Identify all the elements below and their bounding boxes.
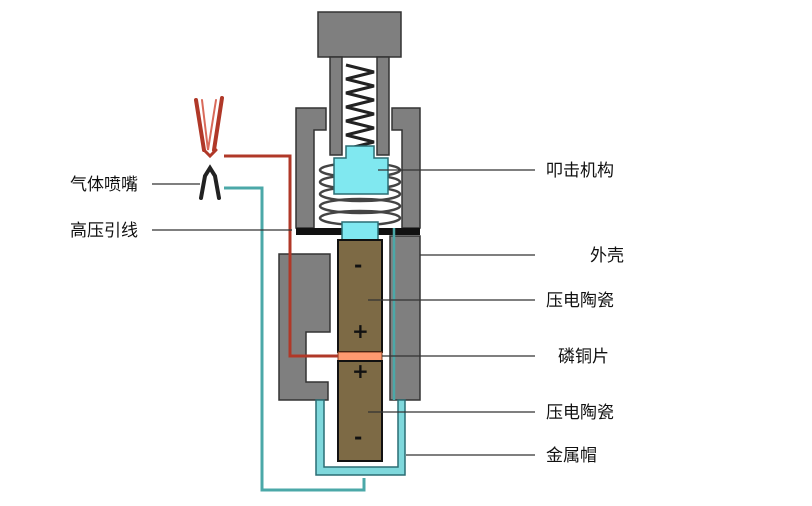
- bottom-ceramic-plus-sign: +: [352, 359, 369, 383]
- label-gas-nozzle: 气体喷嘴: [70, 175, 138, 195]
- ground-wire: [224, 186, 366, 492]
- piezo-stack: [337, 239, 383, 462]
- high-voltage-lead: [224, 154, 338, 358]
- label-piezo-top: 压电陶瓷: [546, 291, 614, 311]
- upper-spring: [345, 63, 375, 150]
- anvil: [341, 221, 379, 241]
- label-metal-cap: 金属帽: [546, 446, 597, 466]
- label-shell: 外壳: [590, 246, 624, 266]
- striker-hammer: [333, 145, 389, 241]
- lower-shell-left: [278, 253, 331, 401]
- top-ceramic-plus-sign: +: [352, 319, 369, 343]
- spring-housing-left-wall: [329, 56, 343, 156]
- piezo-ceramic-bottom: [337, 360, 383, 462]
- leader-lines: [152, 169, 535, 456]
- label-copper-sheet: 磷铜片: [558, 347, 609, 367]
- metal-cap: [315, 399, 406, 476]
- top-cap: [317, 11, 402, 58]
- top-ceramic-minus-sign: -: [354, 253, 362, 277]
- label-striker: 叩击机构: [546, 161, 614, 181]
- bottom-ceramic-minus-sign: -: [354, 425, 362, 449]
- spring-housing-right-wall: [376, 56, 390, 156]
- label-hv-lead: 高压引线: [70, 221, 138, 241]
- outer-shell: [278, 11, 421, 401]
- lower-shell-right: [389, 235, 421, 401]
- gas-nozzle-electrodes: [194, 96, 224, 200]
- label-piezo-bottom: 压电陶瓷: [546, 403, 614, 423]
